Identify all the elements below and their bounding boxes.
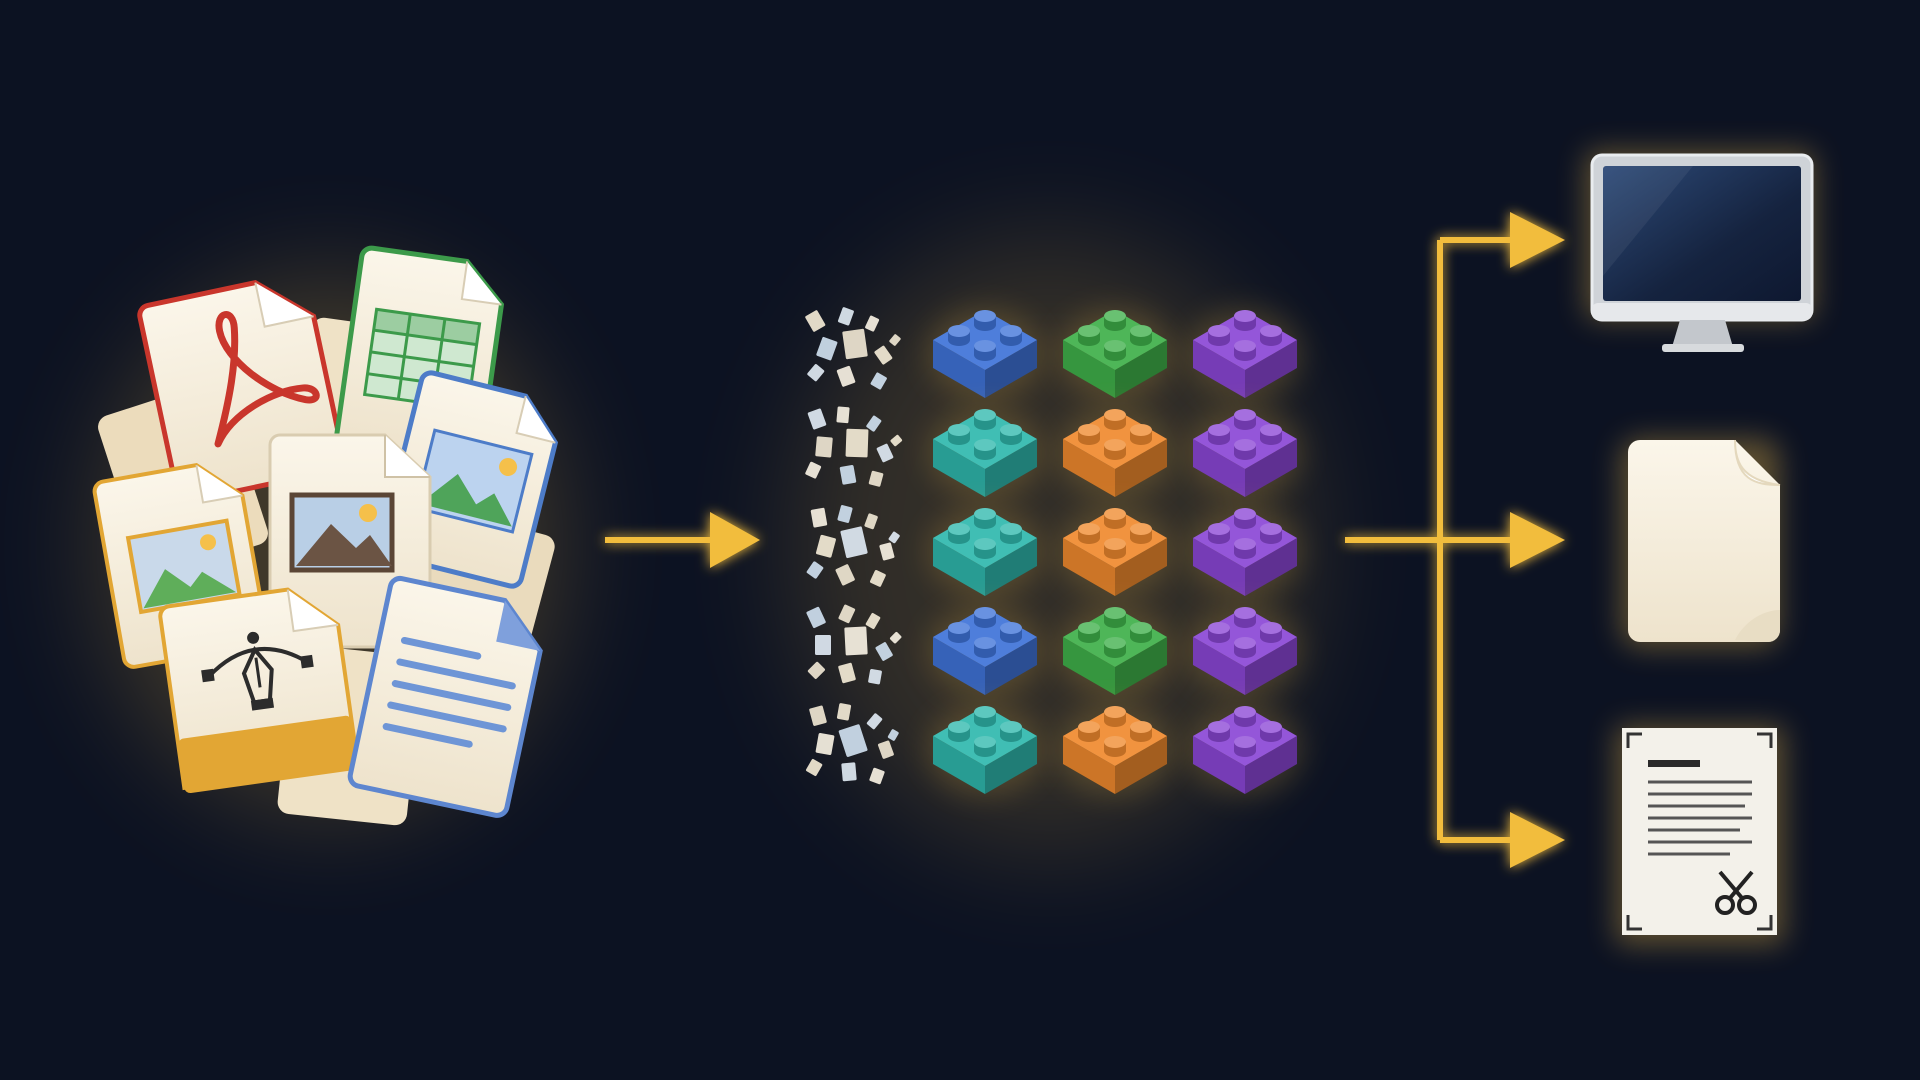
branch-arrow-bottom xyxy=(1440,812,1565,868)
fragments-icon xyxy=(805,703,899,785)
fragments-icon xyxy=(806,604,902,685)
branch-arrow-middle xyxy=(1440,512,1565,568)
print-cut-sheet-icon xyxy=(1615,725,1785,945)
source-files-pile xyxy=(92,245,559,826)
lego-brick-purple xyxy=(1187,308,1303,400)
text-lines xyxy=(1648,780,1752,856)
lego-brick-teal xyxy=(927,407,1043,499)
output-targets xyxy=(1585,150,1815,945)
lego-brick-blue xyxy=(927,308,1043,400)
branch-arrow-top xyxy=(1440,212,1565,268)
lego-brick-green xyxy=(1057,308,1173,400)
spreadsheet-fragments-icon xyxy=(805,406,903,487)
lego-brick-orange xyxy=(1057,506,1173,598)
vector-file-icon xyxy=(158,587,360,794)
lego-brick-purple xyxy=(1187,704,1303,796)
monitor-icon xyxy=(1585,150,1815,352)
crop-marks xyxy=(1626,732,1773,931)
lego-brick-purple xyxy=(1187,407,1303,499)
building-blocks-grid xyxy=(805,307,1303,796)
lego-brick-blue xyxy=(927,605,1043,697)
fragments-icon xyxy=(805,307,901,390)
blank-document-icon xyxy=(1620,438,1781,648)
lego-brick-orange xyxy=(1057,407,1173,499)
lego-brick-orange xyxy=(1057,704,1173,796)
lego-brick-green xyxy=(1057,605,1173,697)
pdf-fragments-icon xyxy=(806,505,900,587)
text-document-icon xyxy=(347,575,543,818)
lego-brick-purple xyxy=(1187,506,1303,598)
lego-brick-teal xyxy=(927,704,1043,796)
lego-brick-purple xyxy=(1187,605,1303,697)
scissors-icon xyxy=(1715,870,1757,915)
lego-brick-teal xyxy=(927,506,1043,598)
flow-arrow-right xyxy=(605,512,760,568)
branch-arrows xyxy=(1345,212,1565,868)
